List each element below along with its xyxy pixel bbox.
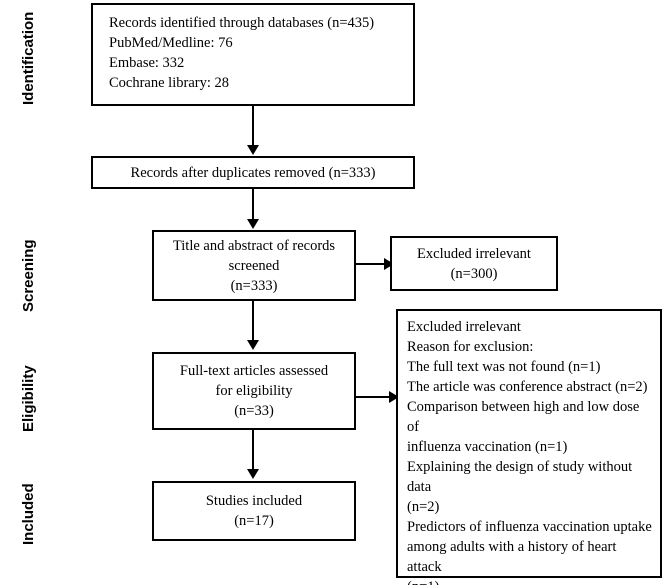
box-line: Title and abstract of records	[172, 237, 336, 254]
box-line: for eligibility	[215, 383, 293, 399]
stage-label-screening: Screening	[20, 239, 37, 312]
box-line: Cochrane library: 28	[109, 75, 229, 91]
box-line: Excluded irrelevant	[417, 245, 531, 262]
box-line: among adults with a history of heart att…	[407, 539, 617, 575]
connector-screened-to-excluded	[356, 263, 385, 265]
box-title-abstract-screened: Title and abstract of records screened (…	[152, 230, 356, 301]
connector-fulltext-to-included	[252, 430, 254, 470]
box-line: Records identified through databases (n=…	[109, 15, 375, 31]
box-line: (n=300)	[450, 265, 498, 282]
box-exclusion-reasons: Excluded irrelevant Reason for exclusion…	[396, 309, 662, 585]
box-line: Excluded irrelevant	[407, 319, 521, 335]
connector-duplicates-to-screened	[252, 189, 254, 220]
stage-label-identification: Identification	[20, 11, 37, 105]
arrowhead-down-fulltext	[247, 340, 259, 350]
box-line: (n=33)	[234, 403, 274, 419]
box-line: (n=2)	[407, 499, 440, 515]
box-line: Explaining the design of study without d…	[407, 459, 633, 495]
connector-fulltext-to-exclusion-reasons	[356, 396, 391, 398]
box-fulltext-assessed: Full-text articles assessed for eligibil…	[152, 352, 356, 430]
stage-label-eligibility: Eligibility	[20, 365, 37, 432]
arrowhead-down-duplicates	[247, 145, 259, 155]
stage-label-included: Included	[20, 483, 37, 545]
box-studies-included: Studies included (n=17)	[152, 481, 356, 541]
box-line: PubMed/Medline: 76	[109, 35, 233, 51]
box-line: Full-text articles assessed	[179, 363, 329, 379]
box-line: Studies included	[205, 493, 303, 509]
box-line: (n=333)	[230, 277, 278, 294]
arrowhead-right-exclusion-reasons	[389, 391, 399, 403]
connector-screened-to-fulltext	[252, 301, 254, 341]
arrowhead-down-included	[247, 469, 259, 479]
arrowhead-right-excluded	[384, 258, 394, 270]
box-line: Records after duplicates removed (n=333)	[130, 164, 376, 181]
box-line: Embase: 332	[109, 55, 185, 71]
box-records-after-duplicates: Records after duplicates removed (n=333)	[91, 156, 415, 189]
box-line: Reason for exclusion:	[407, 339, 534, 355]
box-line: (n=1)	[407, 577, 652, 585]
box-line: Predictors of influenza vaccination upta…	[407, 519, 652, 535]
box-excluded-irrelevant: Excluded irrelevant (n=300)	[390, 236, 558, 291]
box-line: (n=17)	[234, 513, 274, 529]
box-line: influenza vaccination (n=1)	[407, 439, 568, 455]
box-records-identified: Records identified through databases (n=…	[91, 3, 415, 106]
box-line: screened	[228, 257, 280, 274]
arrowhead-down-screened	[247, 219, 259, 229]
box-line: The article was conference abstract (n=2…	[407, 379, 648, 395]
box-line: Comparison between high and low dose of	[407, 399, 640, 435]
box-line: The full text was not found (n=1)	[407, 359, 601, 375]
connector-identified-to-duplicates	[252, 106, 254, 146]
